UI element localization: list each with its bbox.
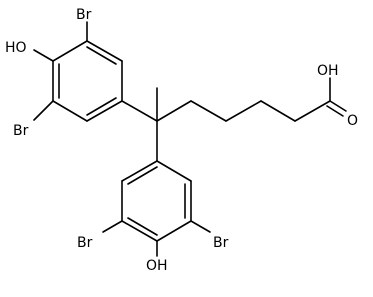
bond [86, 97, 117, 116]
bond [121, 100, 158, 122]
bond [156, 220, 192, 242]
bond [156, 100, 192, 122]
atom-o: O [347, 113, 358, 129]
upper-ring [33, 21, 158, 122]
bond [33, 49, 54, 62]
bond [156, 160, 192, 182]
bond [121, 220, 158, 242]
atom-br: Br [13, 123, 29, 139]
atom-br: Br [213, 235, 229, 251]
bond [102, 220, 123, 233]
atom-br: Br [77, 235, 93, 251]
bond [190, 100, 227, 122]
bond [86, 46, 117, 65]
atom-ho: HO [5, 40, 27, 56]
bond [52, 40, 88, 62]
bond [127, 217, 158, 236]
bond [190, 220, 211, 233]
atom-oh: OH [317, 63, 339, 79]
atom-oh: OH [146, 258, 168, 274]
bond [86, 40, 123, 62]
aliphatic-chain [156, 77, 347, 162]
bond [225, 100, 262, 122]
lower-ring [102, 160, 211, 257]
bond [326, 105, 344, 117]
bond [294, 100, 331, 122]
bond [127, 166, 158, 185]
atom-br: Br [76, 7, 92, 23]
bond [121, 160, 158, 182]
bond [260, 100, 296, 122]
bond [329, 100, 347, 112]
bond [52, 100, 88, 122]
bond [86, 100, 123, 122]
bond [33, 100, 54, 121]
